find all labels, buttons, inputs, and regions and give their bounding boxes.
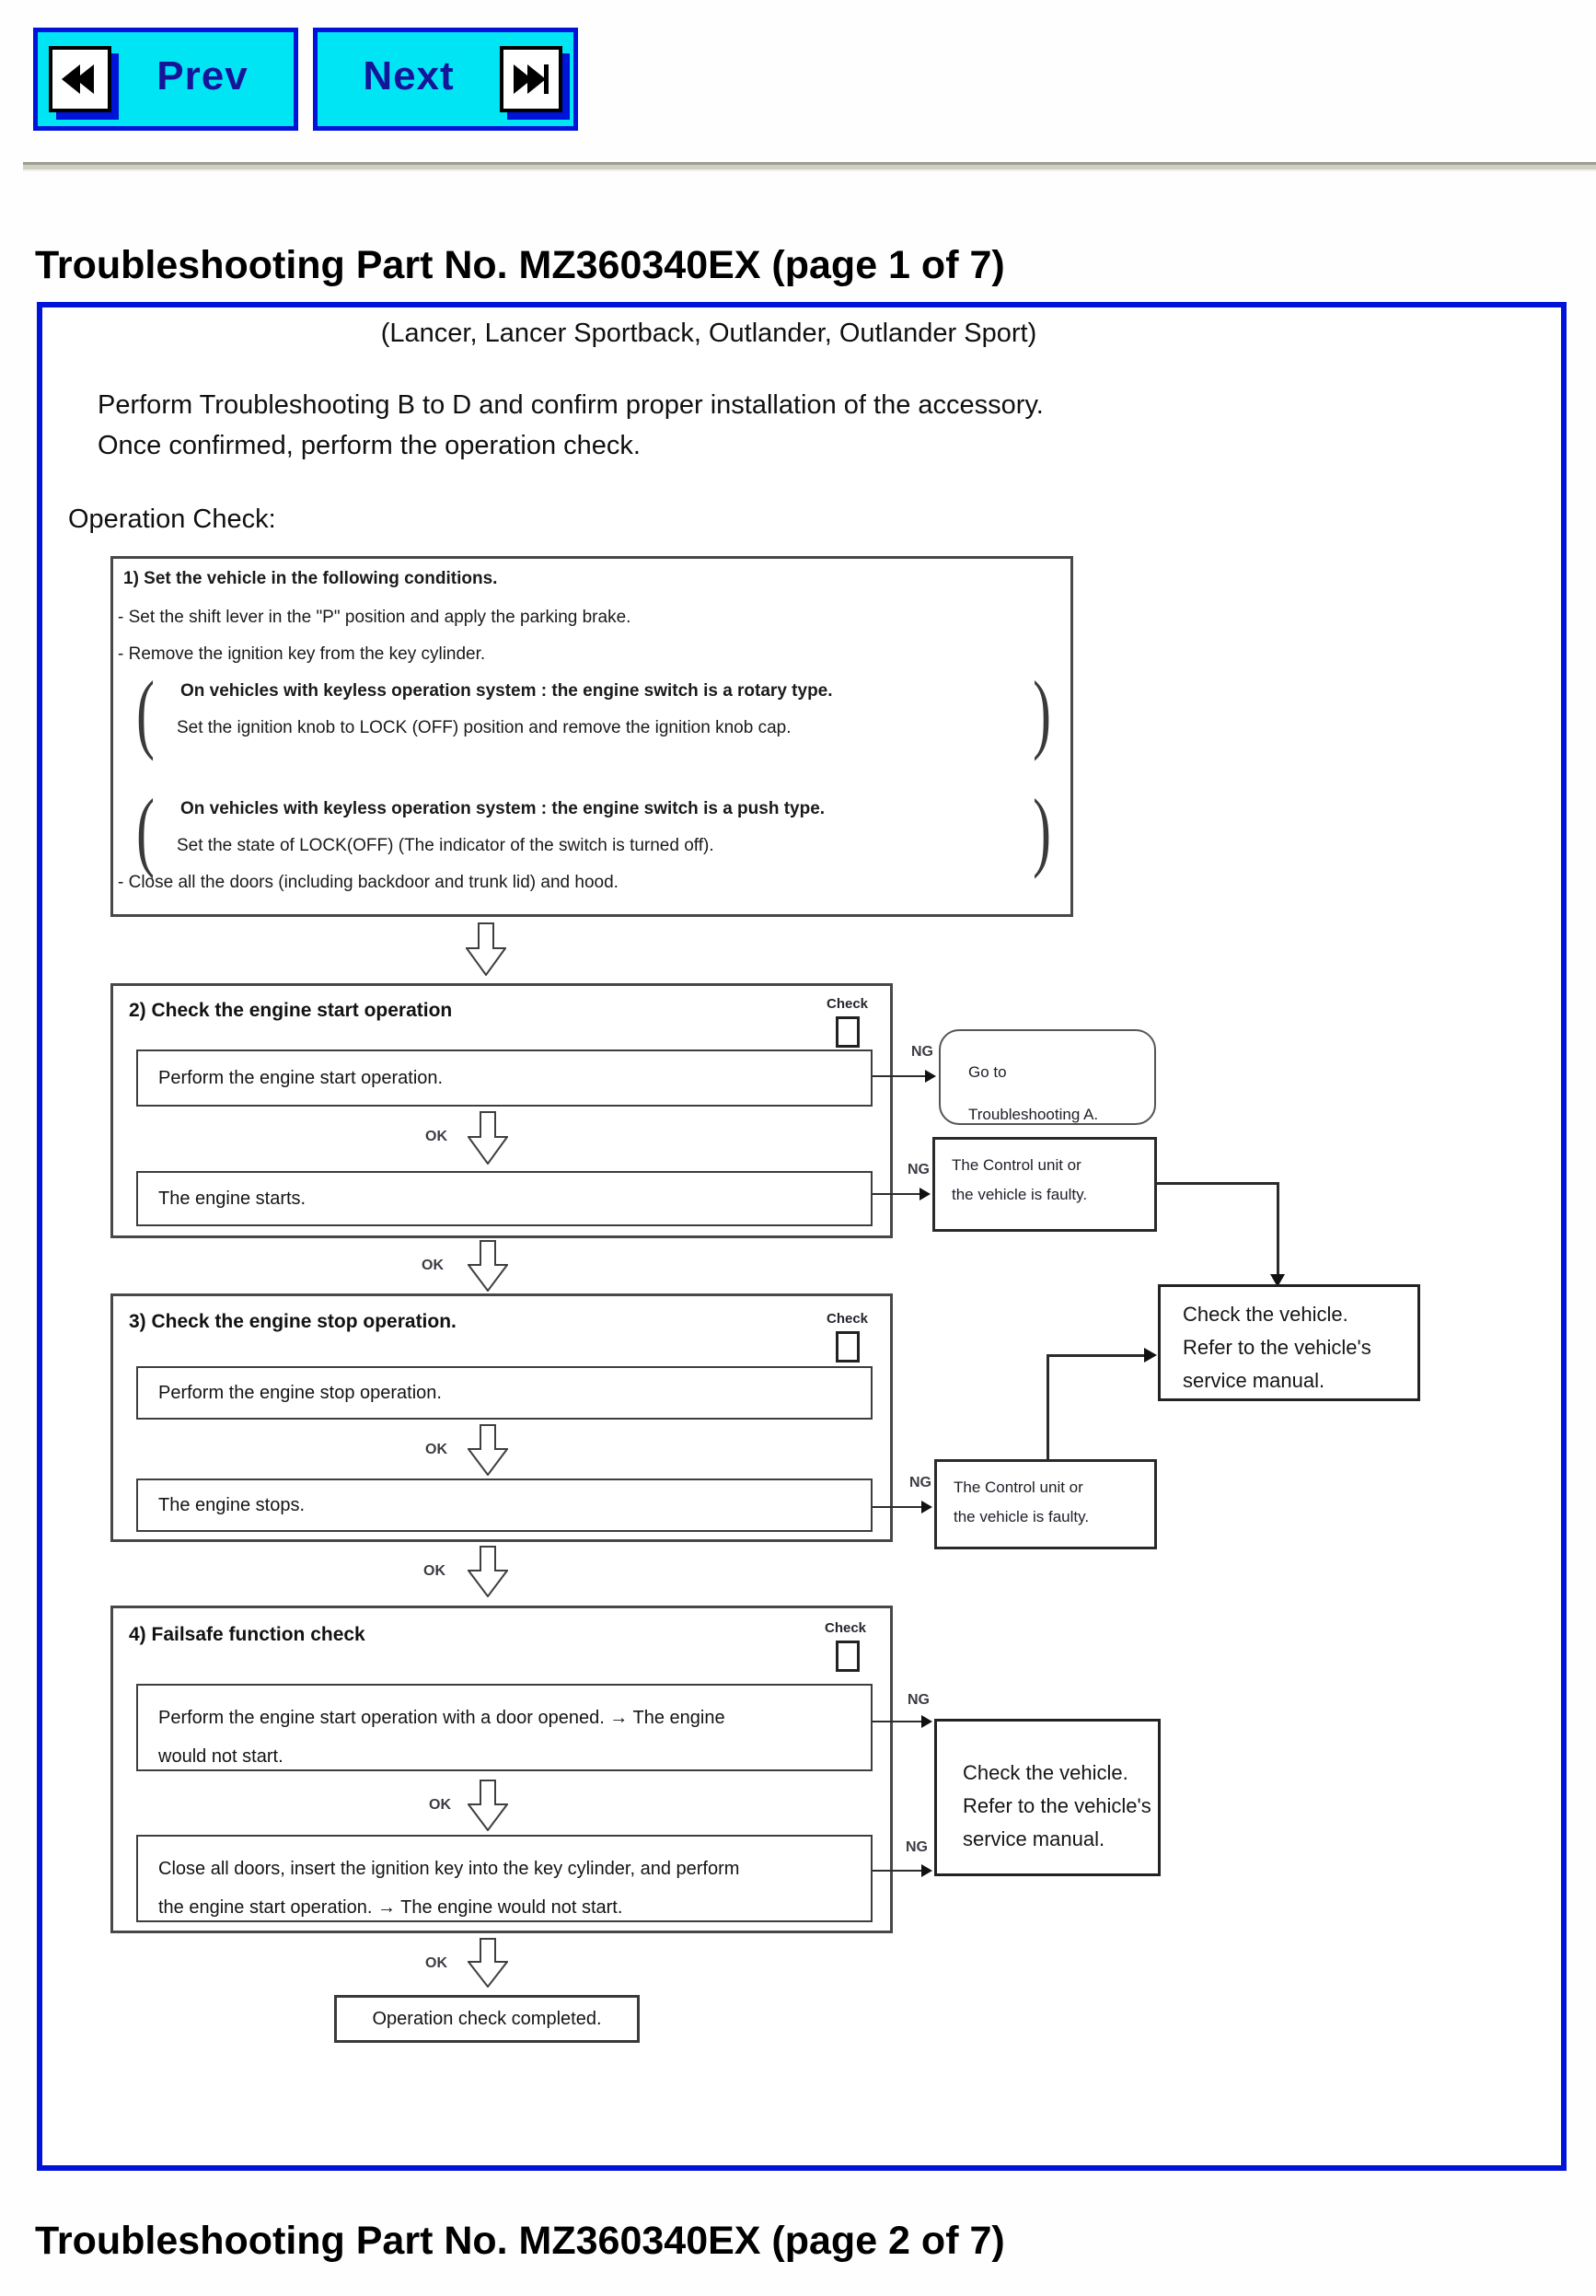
step1-note2-line2: Set the state of LOCK(OFF) (The indicato… [177,836,714,855]
step4-ng1-arrow [873,1715,932,1728]
check-vehicle2-line1: Check the vehicle. [963,1761,1128,1784]
faulty2-line1: The Control unit or [954,1478,1083,1496]
check-vehicle1-line2: Refer to the vehicle's [1183,1336,1371,1359]
step3-exit-ok-label: OK [423,1563,445,1579]
connector-faulty2-to-vehicle [1047,1354,1149,1462]
note2-close-paren: ) [1033,781,1051,879]
step4-result-line2: the engine start operation. → The engine… [158,1897,623,1918]
step4-ok-label: OK [429,1797,451,1813]
step2-title: 2) Check the engine start operation [129,1000,453,1021]
note2-open-paren: ( [136,781,155,879]
step1-note1-line2: Set the ignition knob to LOCK (OFF) posi… [177,718,792,737]
check-vehicle-box-2: Check the vehicle. Refer to the vehicle'… [934,1719,1161,1876]
step4-ng2-arrow [873,1864,932,1877]
down-arrow [468,1424,508,1476]
step2-ok-label: OK [425,1129,447,1144]
step2-ng1-label: NG [911,1044,933,1060]
prev-button-label: Prev [156,53,249,99]
down-arrow [468,1111,508,1165]
operation-check-label: Operation Check: [68,504,276,534]
goto-line2: Troubleshooting A. [968,1106,1099,1123]
down-arrow [466,922,506,976]
step4-result-line1: Close all doors, insert the ignition key… [158,1859,740,1879]
step2-ng1-arrow [873,1070,936,1083]
check-vehicle-box-1: Check the vehicle. Refer to the vehicle'… [1158,1284,1420,1401]
check-vehicle1-line1: Check the vehicle. [1183,1303,1348,1326]
step3-ok-label: OK [425,1442,447,1457]
check-vehicle1-line3: service manual. [1183,1369,1325,1392]
step4-result-box: Close all doors, insert the ignition key… [136,1835,873,1922]
intro-line1: Perform Troubleshooting B to D and confi… [98,390,1044,420]
horizontal-divider [23,162,1596,171]
page1-title: Troubleshooting Part No. MZ360340EX (pag… [35,243,1005,287]
step4-checkbox [836,1641,860,1672]
next-button[interactable]: Next [313,28,578,131]
step1-bullet2: - Remove the ignition key from the key c… [118,644,486,664]
faulty1-line2: the vehicle is faulty. [952,1186,1088,1203]
faulty1-line1: The Control unit or [952,1156,1081,1174]
step3-check-label: Check [827,1311,869,1327]
step2-action-box: Perform the engine start operation. [136,1049,873,1107]
step3-ng-label: NG [909,1475,931,1490]
step3-ng-arrow [873,1501,932,1513]
intro-line2: Once confirmed, perform the operation ch… [98,431,641,460]
goto-line1: Go to [968,1063,1007,1081]
step1-note2-line1: On vehicles with keyless operation syste… [180,799,826,818]
fast-forward-icon [500,46,562,112]
arrowhead-down [1270,1274,1285,1287]
page2-title: Troubleshooting Part No. MZ360340EX (pag… [35,2219,1005,2263]
vehicle-list-line: (Lancer, Lancer Sportback, Outlander, Ou… [380,319,1037,348]
faulty2-line2: the vehicle is faulty. [954,1508,1090,1525]
step2-checkbox [836,1016,860,1048]
goto-troubleshooting-box: Go to Troubleshooting A. [939,1029,1156,1125]
step2-result-box: The engine starts. [136,1171,873,1226]
note1-open-paren: ( [136,663,155,761]
arrowhead-right [1144,1348,1157,1363]
step4-check-label: Check [825,1620,867,1636]
check-vehicle2-line3: service manual. [963,1827,1105,1850]
prev-button[interactable]: Prev [33,28,298,131]
step2-exit-ok-label: OK [422,1258,444,1273]
step2-ng2-label: NG [908,1162,930,1177]
step1-title: 1) Set the vehicle in the following cond… [123,569,498,588]
step1-note1-line1: On vehicles with keyless operation syste… [180,681,833,701]
next-button-label: Next [363,53,455,99]
note1-close-paren: ) [1033,663,1051,761]
step1-box [110,556,1073,917]
step3-title: 3) Check the engine stop operation. [129,1311,457,1332]
step4-ng1-label: NG [908,1692,930,1708]
check-vehicle2-line2: Refer to the vehicle's [963,1794,1151,1817]
operation-completed-box: Operation check completed. [334,1995,640,2043]
faulty-box-2: The Control unit or the vehicle is fault… [934,1459,1157,1549]
step4-ng2-label: NG [906,1839,928,1855]
step4-action-box: Perform the engine start operation with … [136,1684,873,1771]
step4-title: 4) Failsafe function check [129,1624,365,1645]
step2-check-label: Check [827,996,869,1012]
step1-bullet3: - Close all the doors (including backdoo… [118,873,619,892]
down-arrow [468,1938,508,1988]
step3-action-box: Perform the engine stop operation. [136,1366,873,1420]
down-arrow [468,1240,508,1292]
down-arrow [468,1780,508,1831]
step1-bullet1: - Set the shift lever in the "P" positio… [118,608,631,627]
step2-ng2-arrow [873,1188,931,1200]
step3-result-box: The engine stops. [136,1478,873,1532]
step3-checkbox [836,1331,860,1363]
rewind-icon [49,46,111,112]
step4-action-line1: Perform the engine start operation with … [158,1708,725,1728]
connector-faulty1-to-vehicle [1157,1182,1279,1279]
final-ok-label: OK [425,1955,447,1971]
faulty-box-1: The Control unit or the vehicle is fault… [932,1137,1157,1232]
step4-action-line2: would not start. [158,1746,283,1767]
down-arrow [468,1546,508,1597]
